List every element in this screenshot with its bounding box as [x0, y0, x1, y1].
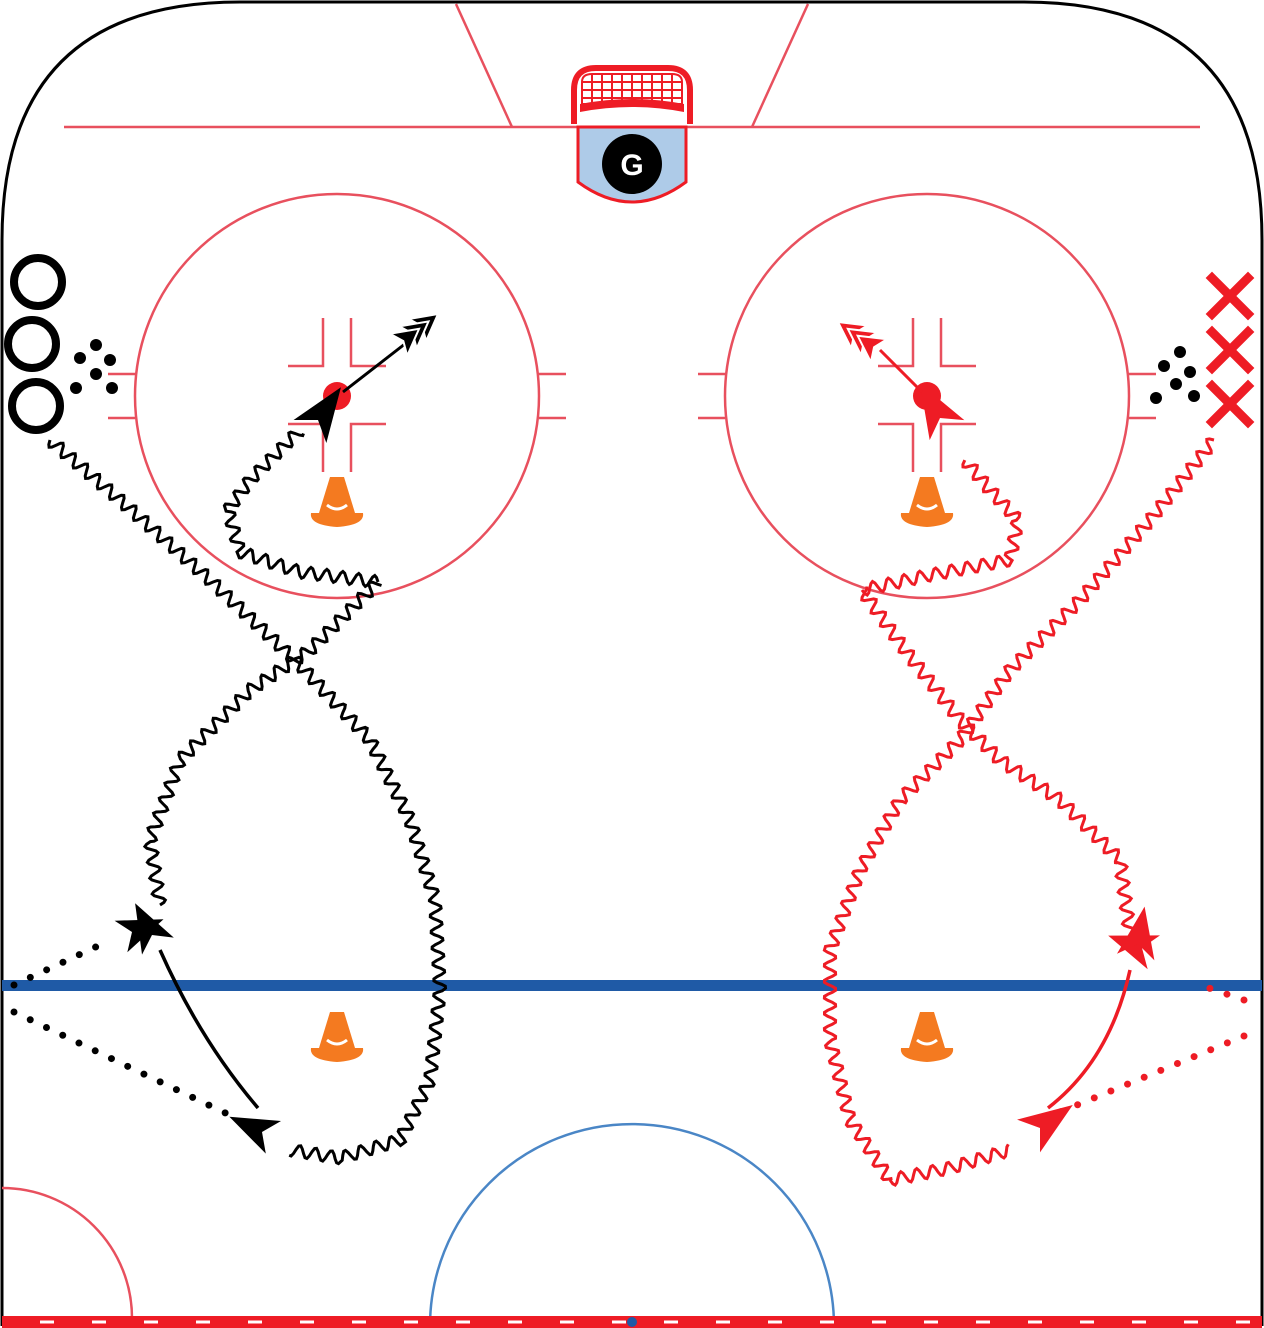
goalie-label: G: [620, 149, 643, 182]
faceoff-circle-left: [108, 192, 566, 600]
carry-arrow-black: [135, 903, 174, 955]
skate-path-red: [888, 1143, 1010, 1188]
puck-icon: [104, 354, 116, 366]
o-player-icon: [10, 254, 66, 310]
pass-line-red: [1196, 981, 1248, 1004]
puck-icon: [1150, 392, 1162, 404]
center-dot: [627, 1317, 637, 1327]
puck-icon: [1184, 366, 1196, 378]
puck-icon: [90, 339, 102, 351]
puck-icon: [1174, 346, 1186, 358]
skate-path-red: [822, 437, 1215, 1182]
puck-icon: [70, 382, 82, 394]
x-player-icon: [1205, 379, 1255, 429]
shot-arrow-black: [386, 312, 440, 359]
goalie-icon: G: [602, 134, 662, 194]
skate-path-black: [47, 439, 448, 1166]
carry-path-red: [1046, 969, 1132, 1110]
skate-path-black: [222, 430, 380, 589]
o-player-icon: [8, 378, 64, 434]
skate-arrow-red: [920, 383, 965, 441]
x-player-icon: [1205, 271, 1255, 321]
puck-icon: [106, 382, 118, 394]
blue-line: [2, 980, 1262, 991]
puck-group-right: [1150, 346, 1200, 404]
cone-icon: [900, 477, 954, 527]
puck-icon: [90, 368, 102, 380]
cone-icon: [310, 477, 364, 527]
skate-path-black: [142, 580, 382, 907]
puck-icon: [1170, 378, 1182, 390]
goal-net-icon: [571, 65, 693, 124]
puck-icon: [74, 352, 86, 364]
shot-line-black: [342, 338, 411, 394]
o-player-icon: [4, 316, 60, 372]
pass-line-black: [10, 941, 104, 989]
skate-arrow-red: [1017, 1105, 1073, 1153]
skate-path-red: [860, 459, 1023, 597]
skate-arrow-black: [293, 387, 341, 443]
x-player-group: [1205, 271, 1255, 429]
carry-arrow-red: [1116, 906, 1155, 961]
trapezoid-right: [750, 3, 810, 128]
puck-group-left: [70, 339, 118, 394]
x-player-icon: [1205, 325, 1255, 375]
neutral-circle-left: [1, 1186, 134, 1319]
drill-paths: [10, 312, 1248, 1188]
pass-line-red: [1056, 1032, 1248, 1116]
shot-arrow-red: [836, 320, 890, 366]
pass-line-black: [10, 1008, 244, 1124]
o-player-group: [4, 254, 66, 434]
center-circle: [428, 1122, 836, 1327]
puck-icon: [1158, 360, 1170, 372]
faceoff-circle-right: [698, 192, 1156, 600]
skate-path-red: [860, 586, 1138, 937]
cone-icon: [310, 1012, 364, 1062]
cone-icon: [900, 1012, 954, 1062]
puck-icon: [1188, 390, 1200, 402]
trapezoid-left: [454, 3, 514, 128]
shot-line-red: [878, 348, 924, 394]
skate-arrow-black: [229, 1116, 282, 1154]
carry-path-black: [158, 949, 260, 1110]
